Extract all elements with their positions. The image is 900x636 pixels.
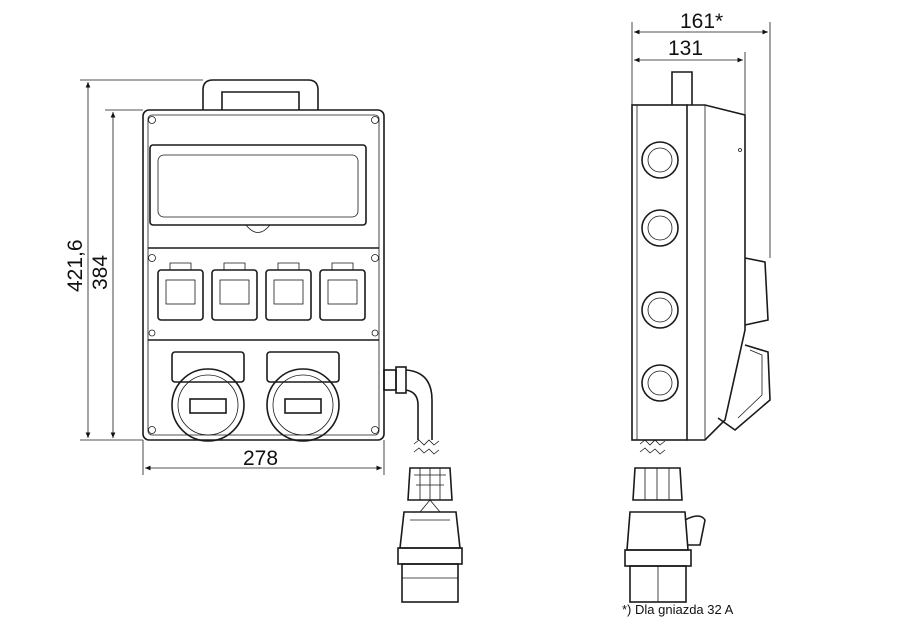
side-dimensions: 161* 131 [631, 10, 771, 258]
socket-230v-3 [265, 262, 312, 321]
handle [202, 79, 319, 110]
footnote: *) Dla gniazda 32 A [622, 602, 734, 617]
socket-230v-2 [211, 262, 258, 321]
knockout-2 [641, 209, 679, 247]
socket-400v-1 [171, 351, 245, 442]
knockout-4 [641, 364, 679, 402]
cable [383, 366, 440, 455]
knockout-3 [641, 291, 679, 329]
plug-front [397, 467, 463, 603]
dim-width: 278 [243, 447, 278, 470]
socket-230v-1 [157, 262, 204, 321]
dim-box-height: 384 [89, 255, 112, 290]
enclosure [142, 109, 385, 441]
front-view [142, 79, 463, 603]
plug-side [624, 467, 706, 603]
knockout-1 [641, 141, 679, 179]
socket-400v-2 [266, 351, 340, 442]
side-enclosure [631, 104, 688, 441]
socket-230v-4 [319, 262, 366, 321]
dim-total-height: 421,6 [64, 239, 87, 292]
dim-depth-total: 161* [680, 10, 723, 33]
breaker-window [149, 144, 367, 226]
front-dimensions: 421,6 384 278 [64, 79, 385, 475]
side-view [624, 71, 771, 603]
dim-depth-box: 131 [668, 37, 703, 60]
